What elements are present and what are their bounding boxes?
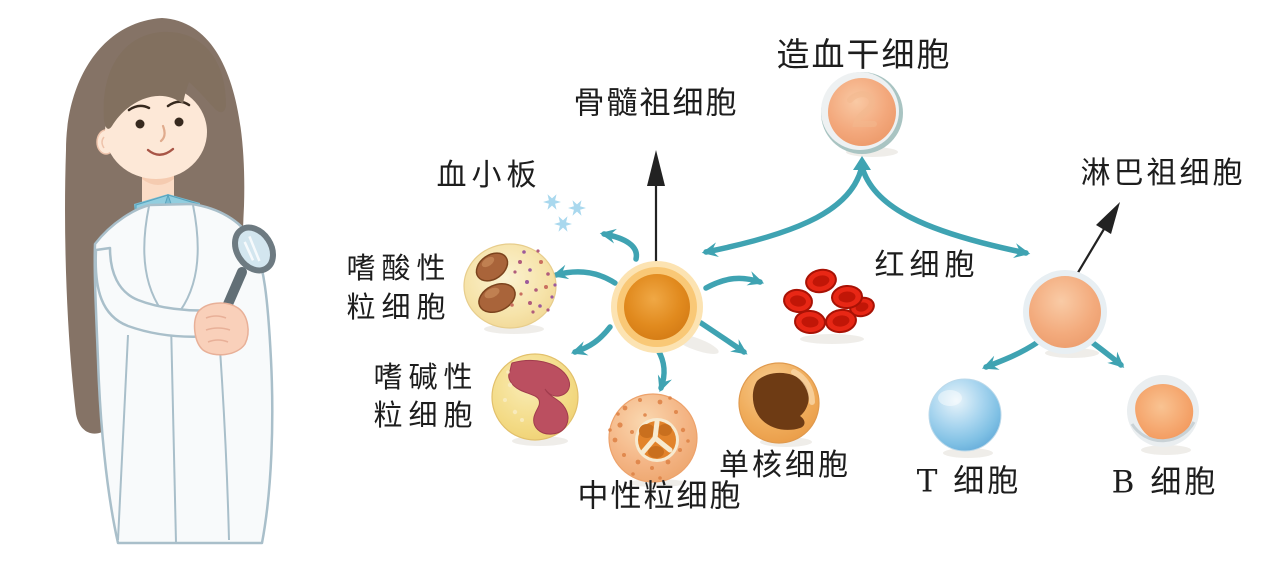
label-t-cell: T 细胞 [916,463,1022,500]
label-basophil-line1: 嗜碱性 [373,360,479,394]
neutrophil-granules [608,396,690,480]
smile [146,147,175,156]
right-eye [174,117,184,127]
woman-hair-bangs [103,31,226,129]
woman-hand [193,302,249,356]
basophil-icon [491,353,579,441]
arrow-to-rbc [703,271,765,291]
scientist-illustration [65,18,276,545]
label-eosinophil-line2: 粒细胞 [346,290,452,324]
arrow-to-neutrophil [655,347,672,393]
left-eye [135,119,145,129]
label-red-blood-cells: 红细胞 [874,248,980,283]
label-monocyte: 单核细胞 [719,448,851,483]
eosinophil-granules [510,249,557,314]
eosinophil-icon [463,243,557,329]
magnifying-glass [217,224,276,323]
label-basophil-line2: 粒细胞 [373,398,479,432]
monocyte-nucleus [752,372,809,430]
arrow-hsc-to-myeloid [701,167,864,258]
left-eyebrow [127,104,151,112]
label-b-cell: B 细胞 [1111,464,1219,501]
label-platelets: 血小板 [436,158,542,193]
label-neutrophil: 中性粒细胞 [577,478,743,515]
arrow-to-eosinophil [551,264,618,286]
woman-lab-coat [93,202,274,545]
t-cell-icon [928,378,1002,452]
arrow-hsc-to-lymphoid [860,167,1031,258]
monocyte-icon [738,362,820,444]
label-myeloid-progenitor: 骨髓祖细胞 [573,85,739,122]
basophil-nucleus [508,360,570,435]
arrow-apex [853,156,871,170]
label-lymphoid-progenitor: 淋巴祖细胞 [1080,156,1246,191]
arrow-to-basophil [570,324,613,356]
myeloid-progenitor-icon [611,261,703,353]
right-eyebrow [166,100,191,108]
arrow-to-b-cell [1090,340,1125,368]
nose [159,124,166,143]
teal-arrows [551,156,1125,393]
arrow-to-monocyte [698,320,748,355]
label-eosinophil: 嗜酸性 粒细胞 [346,249,451,327]
label-basophil: 嗜碱性 粒细胞 [373,358,478,434]
myeloid-pointer-head [647,150,665,186]
neutrophil-icon [608,393,698,483]
platelets-icon [543,194,586,232]
lymphoid-progenitor-icon [1023,270,1107,354]
lymphoid-pointer-head [1096,202,1120,234]
label-eosinophil-line1: 嗜酸性 [346,251,452,285]
woman-face [96,85,207,211]
arrow-to-platelets [599,228,640,262]
b-cell-icon [1127,375,1199,447]
label-hematopoietic-stem-cell: 造血干细胞 [776,35,952,74]
arrow-to-t-cell [981,339,1041,370]
stem-cell-icon [821,72,903,154]
red-blood-cells-icon [783,268,875,335]
